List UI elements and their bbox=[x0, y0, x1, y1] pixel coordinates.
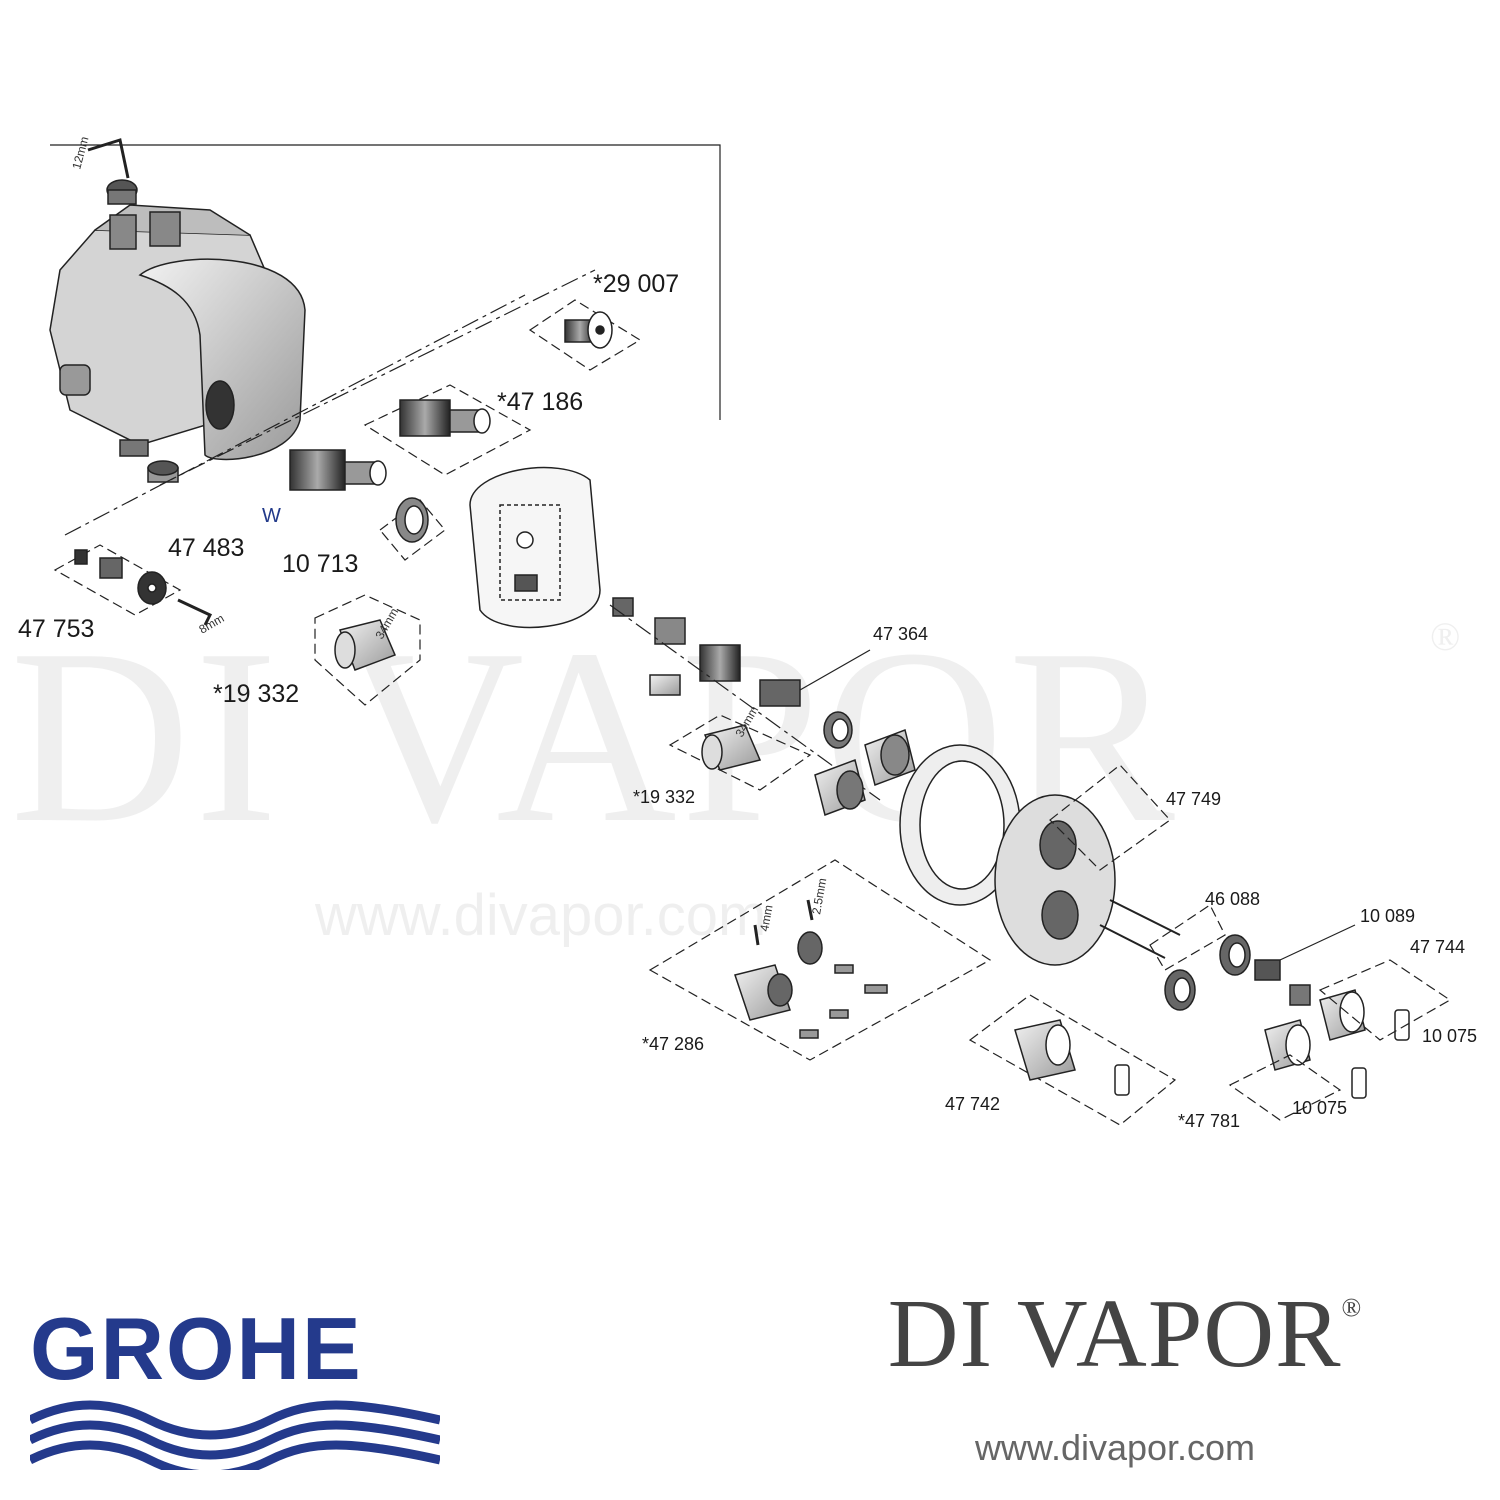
label-47742: *47 781 bbox=[1178, 1111, 1240, 1131]
grohe-logo-text: GROHE bbox=[30, 1299, 363, 1398]
axis-line-3 bbox=[609, 604, 881, 801]
label-10075a: 10 075 bbox=[1422, 1026, 1477, 1046]
group-frame-29007 bbox=[528, 299, 642, 371]
tool-label-4mm: 4mm bbox=[757, 904, 775, 933]
label-47781: *47 286 bbox=[642, 1034, 704, 1054]
part-19332b-knob bbox=[701, 724, 762, 771]
label-10713: 10 713 bbox=[282, 550, 358, 578]
group-frame-46088 bbox=[1149, 904, 1226, 971]
grohe-waves-icon bbox=[30, 1400, 440, 1470]
bottom-plug bbox=[147, 460, 179, 483]
group-frame-19332b bbox=[668, 714, 812, 791]
watermark-url: www.divapor.com bbox=[314, 883, 766, 948]
axis-line-2 bbox=[159, 269, 596, 486]
label-47744: 47 744 bbox=[1410, 937, 1465, 957]
brand-reg: ® bbox=[1341, 1293, 1363, 1322]
label-10075b: 10 075 bbox=[1292, 1098, 1347, 1118]
watermark-reg: ® bbox=[1430, 614, 1464, 659]
label-46088: 46 088 bbox=[1205, 889, 1260, 909]
group-frame-47781 bbox=[648, 859, 992, 1061]
group-frame-47742 bbox=[1228, 1054, 1342, 1121]
valve-body bbox=[49, 204, 306, 461]
group-frame-47186 bbox=[363, 384, 532, 476]
body-frame bbox=[50, 144, 721, 420]
label-19332a: *19 332 bbox=[213, 680, 299, 708]
top-plug bbox=[87, 138, 138, 205]
axis-line-1 bbox=[64, 294, 526, 536]
handle-47742 bbox=[1264, 1019, 1367, 1099]
tool-label-12mm: 12mm bbox=[69, 135, 91, 171]
group-frame-19332a bbox=[314, 594, 421, 706]
label-47483: 47 483 bbox=[168, 534, 244, 562]
part-47753-valve bbox=[74, 549, 213, 626]
brand-name-text: DI VAPOR bbox=[887, 1280, 1342, 1388]
part-29007-cap bbox=[564, 311, 613, 349]
brand-name: DI VAPOR® bbox=[760, 1285, 1490, 1383]
label-47753: 47 753 bbox=[18, 615, 94, 643]
group-frame-47744 bbox=[1318, 959, 1452, 1041]
rosette-and-faceplate bbox=[899, 744, 1116, 966]
label-29007: *29 007 bbox=[593, 270, 679, 298]
leader-10089 bbox=[1279, 924, 1356, 961]
centre-cartridge-stack bbox=[612, 597, 801, 707]
wall-plate bbox=[469, 466, 601, 629]
label-47364: 47 364 bbox=[873, 624, 928, 644]
brand-url: www.divapor.com bbox=[974, 1427, 1256, 1468]
part-47286-handle bbox=[1014, 1019, 1130, 1096]
part-47781-kit bbox=[734, 899, 888, 1039]
group-frame-47749 bbox=[1049, 764, 1171, 871]
handle-47744 bbox=[1319, 989, 1410, 1041]
label-19332b: *19 332 bbox=[633, 787, 695, 807]
label-W: W bbox=[262, 505, 281, 527]
rings-and-sleeves bbox=[814, 711, 916, 816]
label-47286: 47 742 bbox=[945, 1094, 1000, 1114]
label-10089: 10 089 bbox=[1360, 906, 1415, 926]
part-47186-cartridge bbox=[399, 399, 491, 437]
watermark: DI VAPOR ® www.divapor.com bbox=[10, 598, 1464, 948]
label-47749: 47 749 bbox=[1166, 789, 1221, 809]
leader-47364 bbox=[799, 649, 871, 691]
group-frame-47286 bbox=[968, 994, 1177, 1126]
adapter-rings bbox=[1164, 934, 1311, 1011]
part-47483-cartridge bbox=[289, 449, 387, 491]
part-19332a-knob bbox=[334, 619, 396, 671]
label-47186: *47 186 bbox=[497, 388, 583, 416]
part-10713-ring bbox=[395, 497, 429, 543]
tool-label-2.5mm: 2.5mm bbox=[809, 877, 829, 916]
